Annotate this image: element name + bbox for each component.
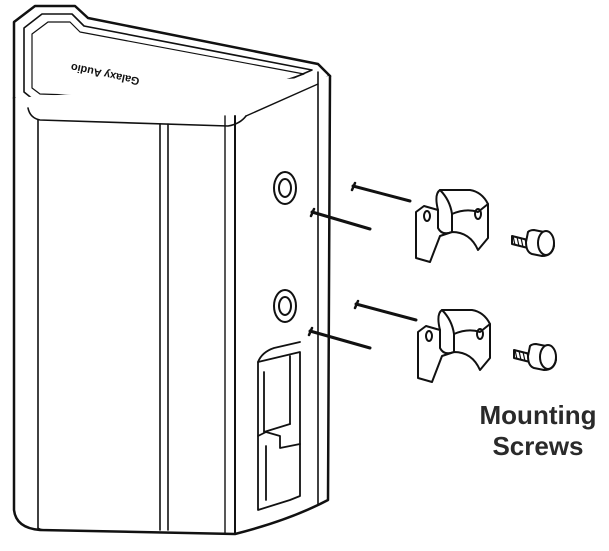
callout-screws: Screws bbox=[492, 431, 584, 461]
handle-recess bbox=[257, 341, 301, 511]
speaker-cabinet: Galaxy Audio bbox=[12, 4, 332, 536]
callout-mounting: Mounting bbox=[479, 400, 597, 430]
wood-screw-upper-rear bbox=[350, 181, 412, 203]
cabinet-top-rim bbox=[23, 13, 313, 107]
mounting-bracket-upper bbox=[415, 189, 489, 263]
mount-hole-lower bbox=[273, 289, 297, 323]
wood-screw-lower-rear bbox=[353, 299, 418, 322]
wood-screw-lower-front bbox=[307, 326, 372, 350]
cabinet-body-outline bbox=[12, 74, 332, 536]
thumb-screw-lower bbox=[513, 343, 557, 371]
wood-screw-upper-front bbox=[309, 207, 372, 231]
mounting-bracket-lower bbox=[417, 309, 491, 383]
mount-hole-upper bbox=[273, 171, 297, 205]
thumb-screw-upper bbox=[511, 229, 555, 257]
